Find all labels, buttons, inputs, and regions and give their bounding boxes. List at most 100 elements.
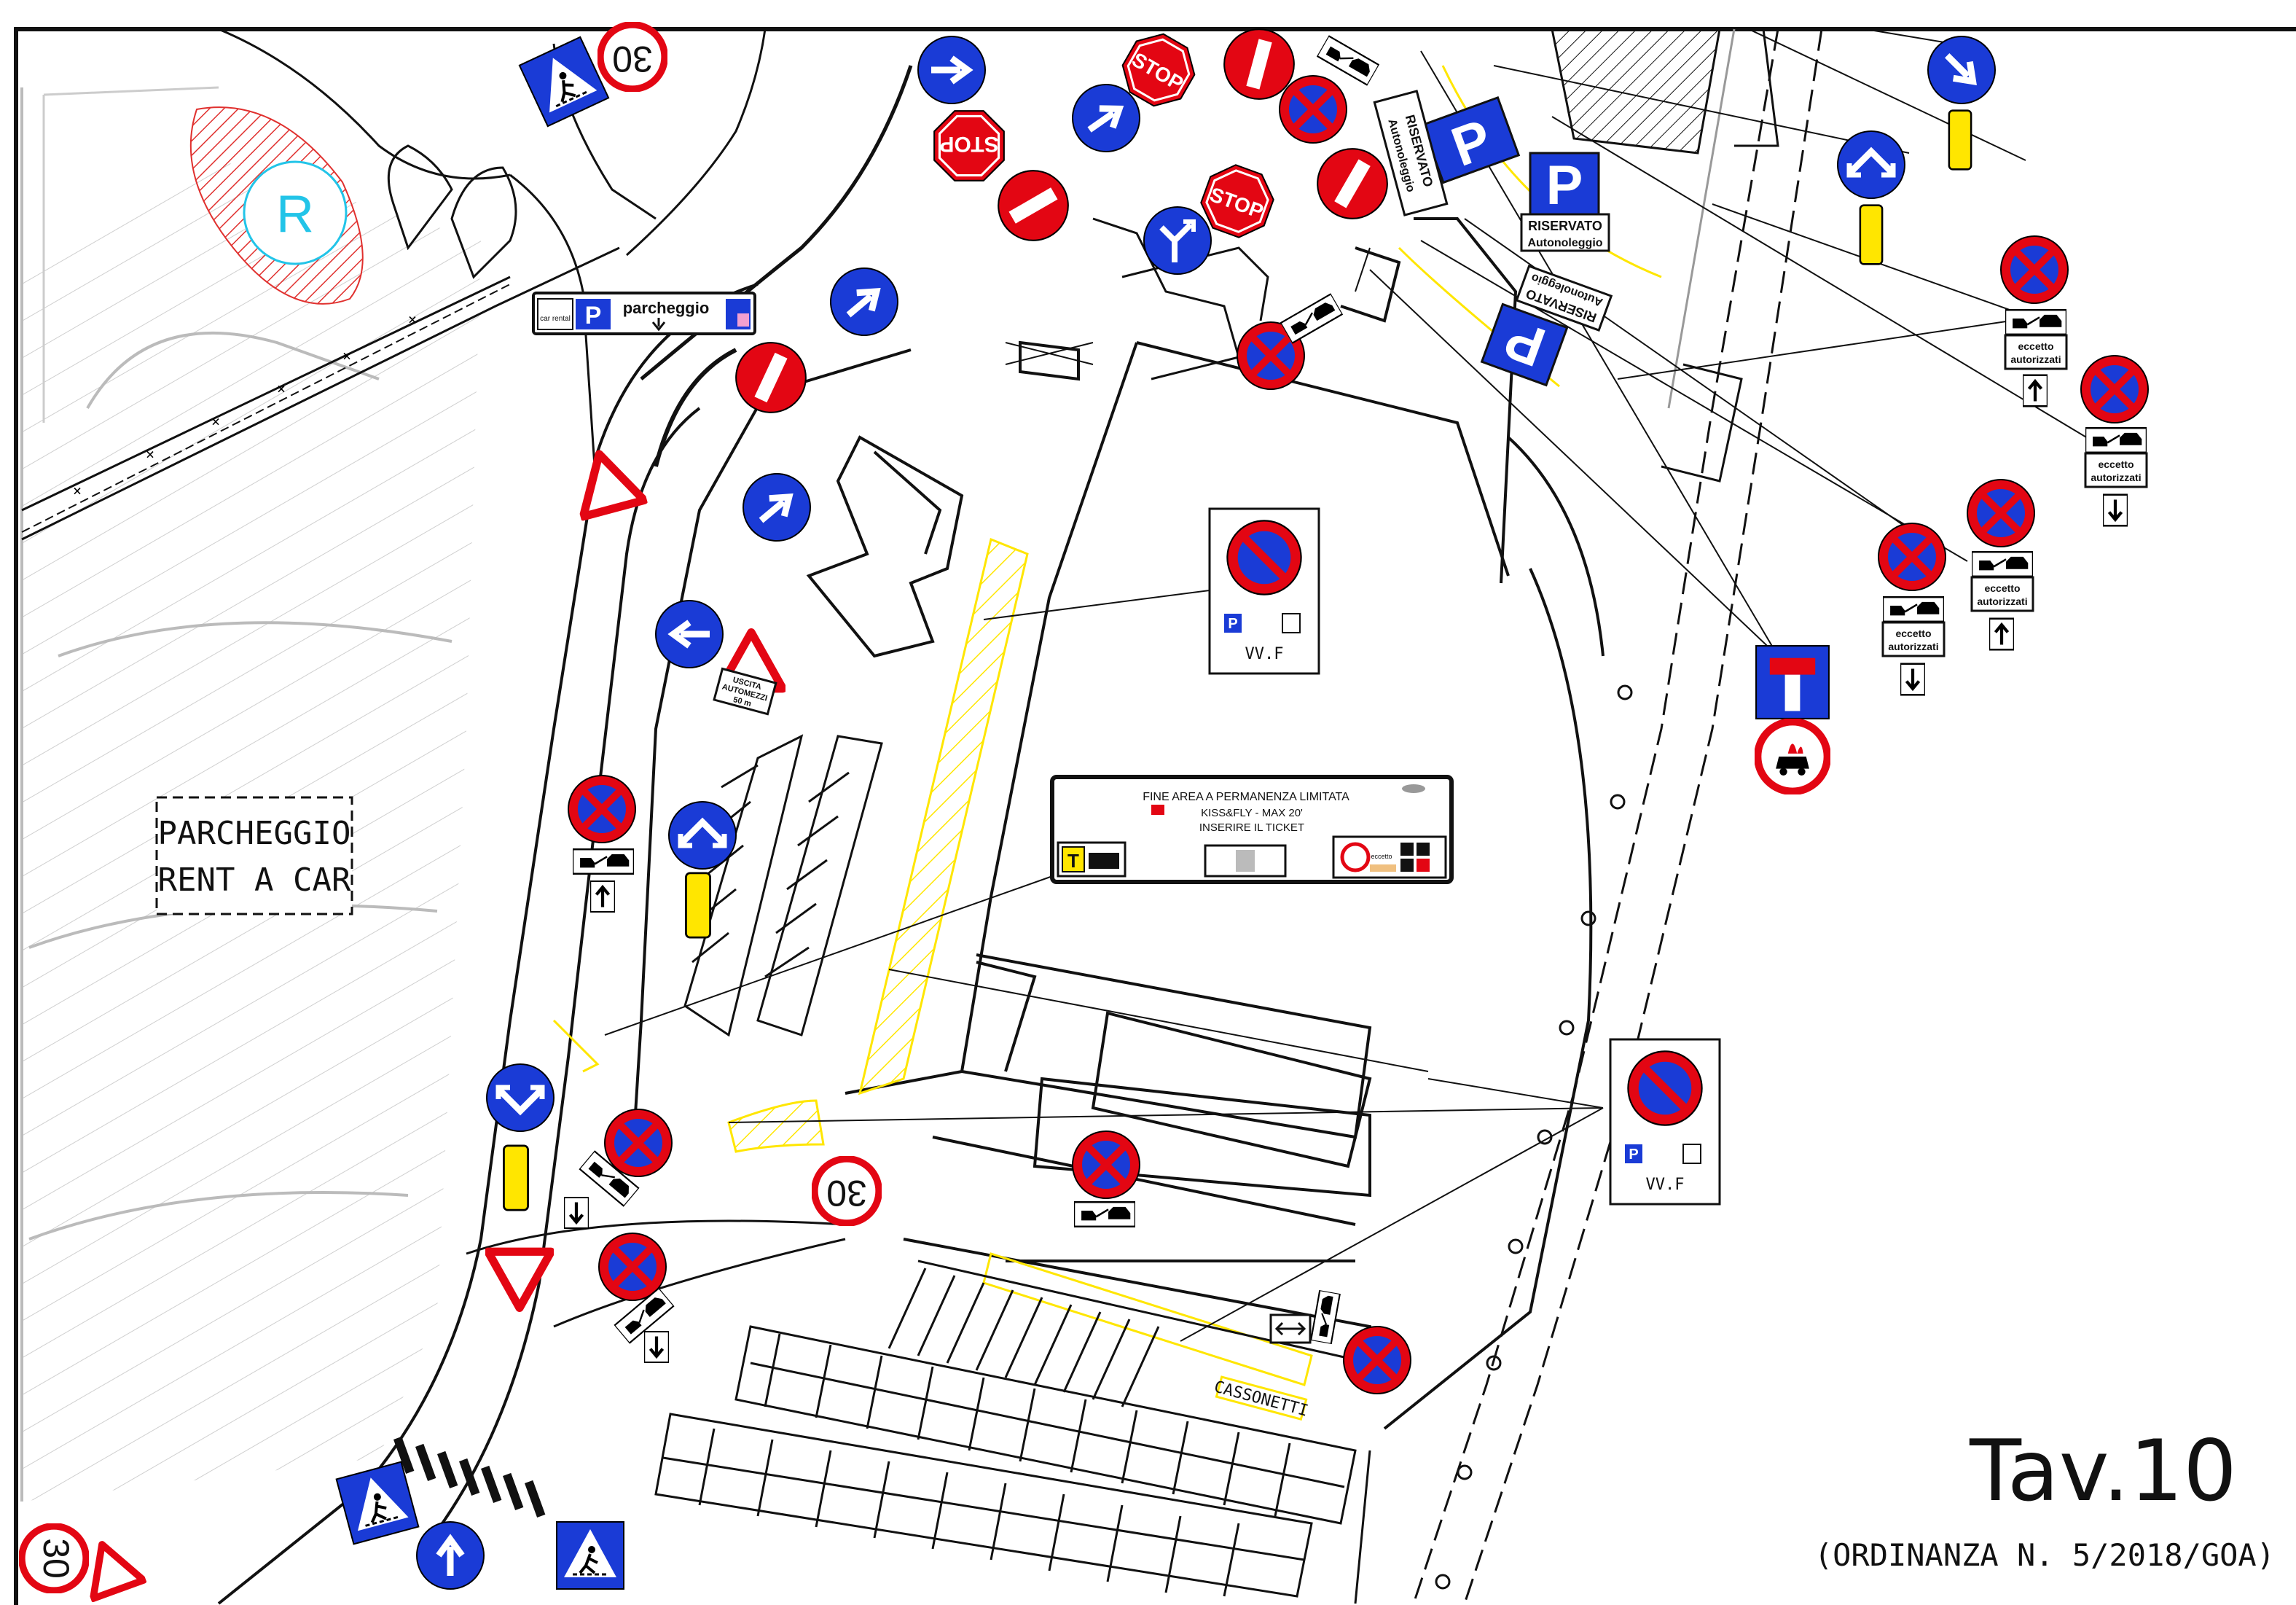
no-parking-sign-9 bbox=[2081, 356, 2148, 423]
svg-text:FINE AREA A PERMANENZA LIMITAT: FINE AREA A PERMANENZA LIMITATA bbox=[1143, 791, 1349, 803]
parking-direction-label: parcheggio bbox=[623, 299, 710, 317]
r-zone: R bbox=[189, 106, 364, 305]
svg-text:Autonoleggio: Autonoleggio bbox=[1527, 237, 1602, 249]
black-hatched-area bbox=[1551, 28, 1721, 155]
keep-direction-sign-7 bbox=[417, 1522, 484, 1589]
speed-limit-sign-1: 30 bbox=[600, 25, 665, 89]
except-authorized-group-1: eccetto autorizzati bbox=[2004, 309, 2068, 406]
svg-text:STOP: STOP bbox=[939, 132, 998, 156]
svg-text:30: 30 bbox=[826, 1173, 867, 1214]
stop-sign-3: STOP bbox=[1193, 157, 1282, 246]
fence-line: × × × × × × bbox=[21, 284, 511, 533]
svg-text:30: 30 bbox=[36, 1538, 77, 1579]
no-entry-sign-4 bbox=[1304, 135, 1401, 233]
svg-text:T: T bbox=[1067, 850, 1079, 872]
fork-direction-sign bbox=[1144, 207, 1211, 274]
diagonal-stalls bbox=[683, 734, 883, 1037]
stop-sign-2: STOP bbox=[1111, 23, 1206, 117]
keep-direction-sign-1 bbox=[918, 36, 985, 104]
reserved-parking-sign-1: P bbox=[1421, 95, 1521, 184]
parking-area-label-2: RENT A CAR bbox=[158, 862, 351, 899]
reserved-label-3: RISERVATO Autonoleggio bbox=[1515, 265, 1613, 332]
svg-text:eccetto: eccetto bbox=[1984, 582, 2020, 594]
svg-text:autorizzati: autorizzati bbox=[1888, 641, 1938, 652]
no-entry-sign-2 bbox=[984, 157, 1082, 254]
speed-limit-sign-2: 30 bbox=[815, 1159, 879, 1223]
svg-text:eccetto: eccetto bbox=[2018, 340, 2053, 352]
svg-text:P: P bbox=[1228, 616, 1237, 632]
pass-either-side-2 bbox=[487, 1064, 554, 1211]
svg-text:×: × bbox=[342, 347, 351, 364]
sheet-code: Tav.10 bbox=[1969, 1422, 2237, 1520]
svg-text:×: × bbox=[408, 311, 417, 328]
pedestrian-crossing-sign-1 bbox=[517, 35, 611, 128]
svg-text:INSERIRE IL TICKET: INSERIRE IL TICKET bbox=[1199, 821, 1304, 834]
svg-text:×: × bbox=[73, 482, 82, 499]
no-parking-sign-5 bbox=[1073, 1131, 1140, 1198]
no-parking-sign-7 bbox=[1344, 1327, 1411, 1394]
svg-text:VV.F: VV.F bbox=[1245, 645, 1284, 663]
keep-direction-sign-5 bbox=[656, 601, 723, 668]
no-hazardous-goods-sign bbox=[1758, 722, 1827, 792]
dead-end-sign bbox=[1755, 645, 1830, 719]
svg-text:P: P bbox=[585, 302, 602, 329]
yield-sign bbox=[488, 1251, 551, 1308]
fire-brigade-no-parking-panel-2: P VV.F bbox=[1609, 1038, 1721, 1206]
car-rental-label: car rental bbox=[540, 315, 571, 323]
svg-text:autorizzati: autorizzati bbox=[2010, 354, 2061, 365]
bottom-parking-stalls bbox=[466, 1219, 1371, 1604]
warning-triangle-sign bbox=[569, 446, 644, 517]
r-zone-label: R bbox=[276, 185, 314, 243]
fire-brigade-no-parking-panel-1: P VV.F bbox=[1208, 507, 1320, 675]
kiss-and-fly-panel: FINE AREA A PERMANENZA LIMITATA KISS&FLY… bbox=[1050, 775, 1454, 884]
existing-parking-left bbox=[20, 86, 481, 1501]
svg-text:eccetto: eccetto bbox=[2098, 458, 2134, 470]
no-parking-sign-3 bbox=[568, 776, 635, 843]
svg-text:eccetto: eccetto bbox=[1371, 853, 1392, 860]
no-parking-sign-10 bbox=[1967, 480, 2034, 547]
no-parking-sign-4 bbox=[605, 1109, 672, 1176]
except-authorized-group-2: eccetto autorizzati bbox=[2084, 427, 2148, 526]
yellow-marking-strip bbox=[552, 65, 1662, 1386]
zebra-crossing-bottom bbox=[393, 1436, 546, 1518]
svg-text:CASSONETTI: CASSONETTI bbox=[1212, 1378, 1309, 1420]
no-entry-sign-1 bbox=[724, 330, 818, 425]
direction-plate-up-1 bbox=[590, 881, 615, 913]
no-parking-sign-11 bbox=[1878, 523, 1946, 590]
keep-direction-sign-6 bbox=[1914, 23, 2009, 117]
pedestrian-crossing-sign-2 bbox=[334, 1460, 420, 1546]
svg-text:autorizzati: autorizzati bbox=[2091, 472, 2141, 483]
svg-text:VV.F: VV.F bbox=[1646, 1176, 1685, 1194]
pass-either-side-3 bbox=[1838, 131, 1905, 265]
direction-plate-down-2 bbox=[564, 1198, 589, 1229]
stop-sign-1: STOP bbox=[933, 109, 1006, 182]
right-road bbox=[1412, 28, 1823, 1604]
tow-plate-2 bbox=[1074, 1201, 1135, 1227]
svg-text:30: 30 bbox=[612, 39, 653, 79]
tow-plate-1 bbox=[573, 848, 634, 875]
svg-text:eccetto: eccetto bbox=[1895, 628, 1931, 639]
sheet-frame bbox=[14, 27, 2296, 1605]
svg-text:P: P bbox=[1546, 155, 1583, 216]
speed-limit-sign-3: 30 bbox=[22, 1526, 86, 1590]
no-parking-sign-1 bbox=[1280, 76, 1347, 143]
keep-direction-sign-4 bbox=[729, 460, 824, 555]
pedestrian-crossing-sign-3 bbox=[555, 1520, 625, 1590]
two-way-plate bbox=[1269, 1313, 1312, 1344]
tow-plate-7 bbox=[1309, 1289, 1341, 1345]
keep-direction-sign-2 bbox=[817, 254, 912, 349]
central-buildings bbox=[632, 217, 1605, 1430]
direction-plate-down-1 bbox=[644, 1332, 669, 1363]
svg-text:P: P bbox=[1629, 1147, 1638, 1163]
svg-text:×: × bbox=[146, 445, 154, 463]
svg-text:autorizzati: autorizzati bbox=[1977, 595, 2027, 607]
reserved-parking-sign-2: P RISERVATO Autonoleggio bbox=[1520, 152, 1610, 252]
callout-lines bbox=[604, 28, 2099, 1342]
truck-exit-warning-sign: USCITA AUTOMEZZI 50 m bbox=[713, 633, 783, 716]
tow-plate-6 bbox=[1280, 293, 1344, 344]
svg-text:×: × bbox=[277, 380, 286, 397]
except-authorized-group-3: eccetto autorizzati bbox=[1970, 551, 2034, 649]
parking-area-label-1: PARCHEGGIO bbox=[158, 815, 351, 852]
parking-direction-sign: P car rental parcheggio bbox=[532, 292, 756, 335]
